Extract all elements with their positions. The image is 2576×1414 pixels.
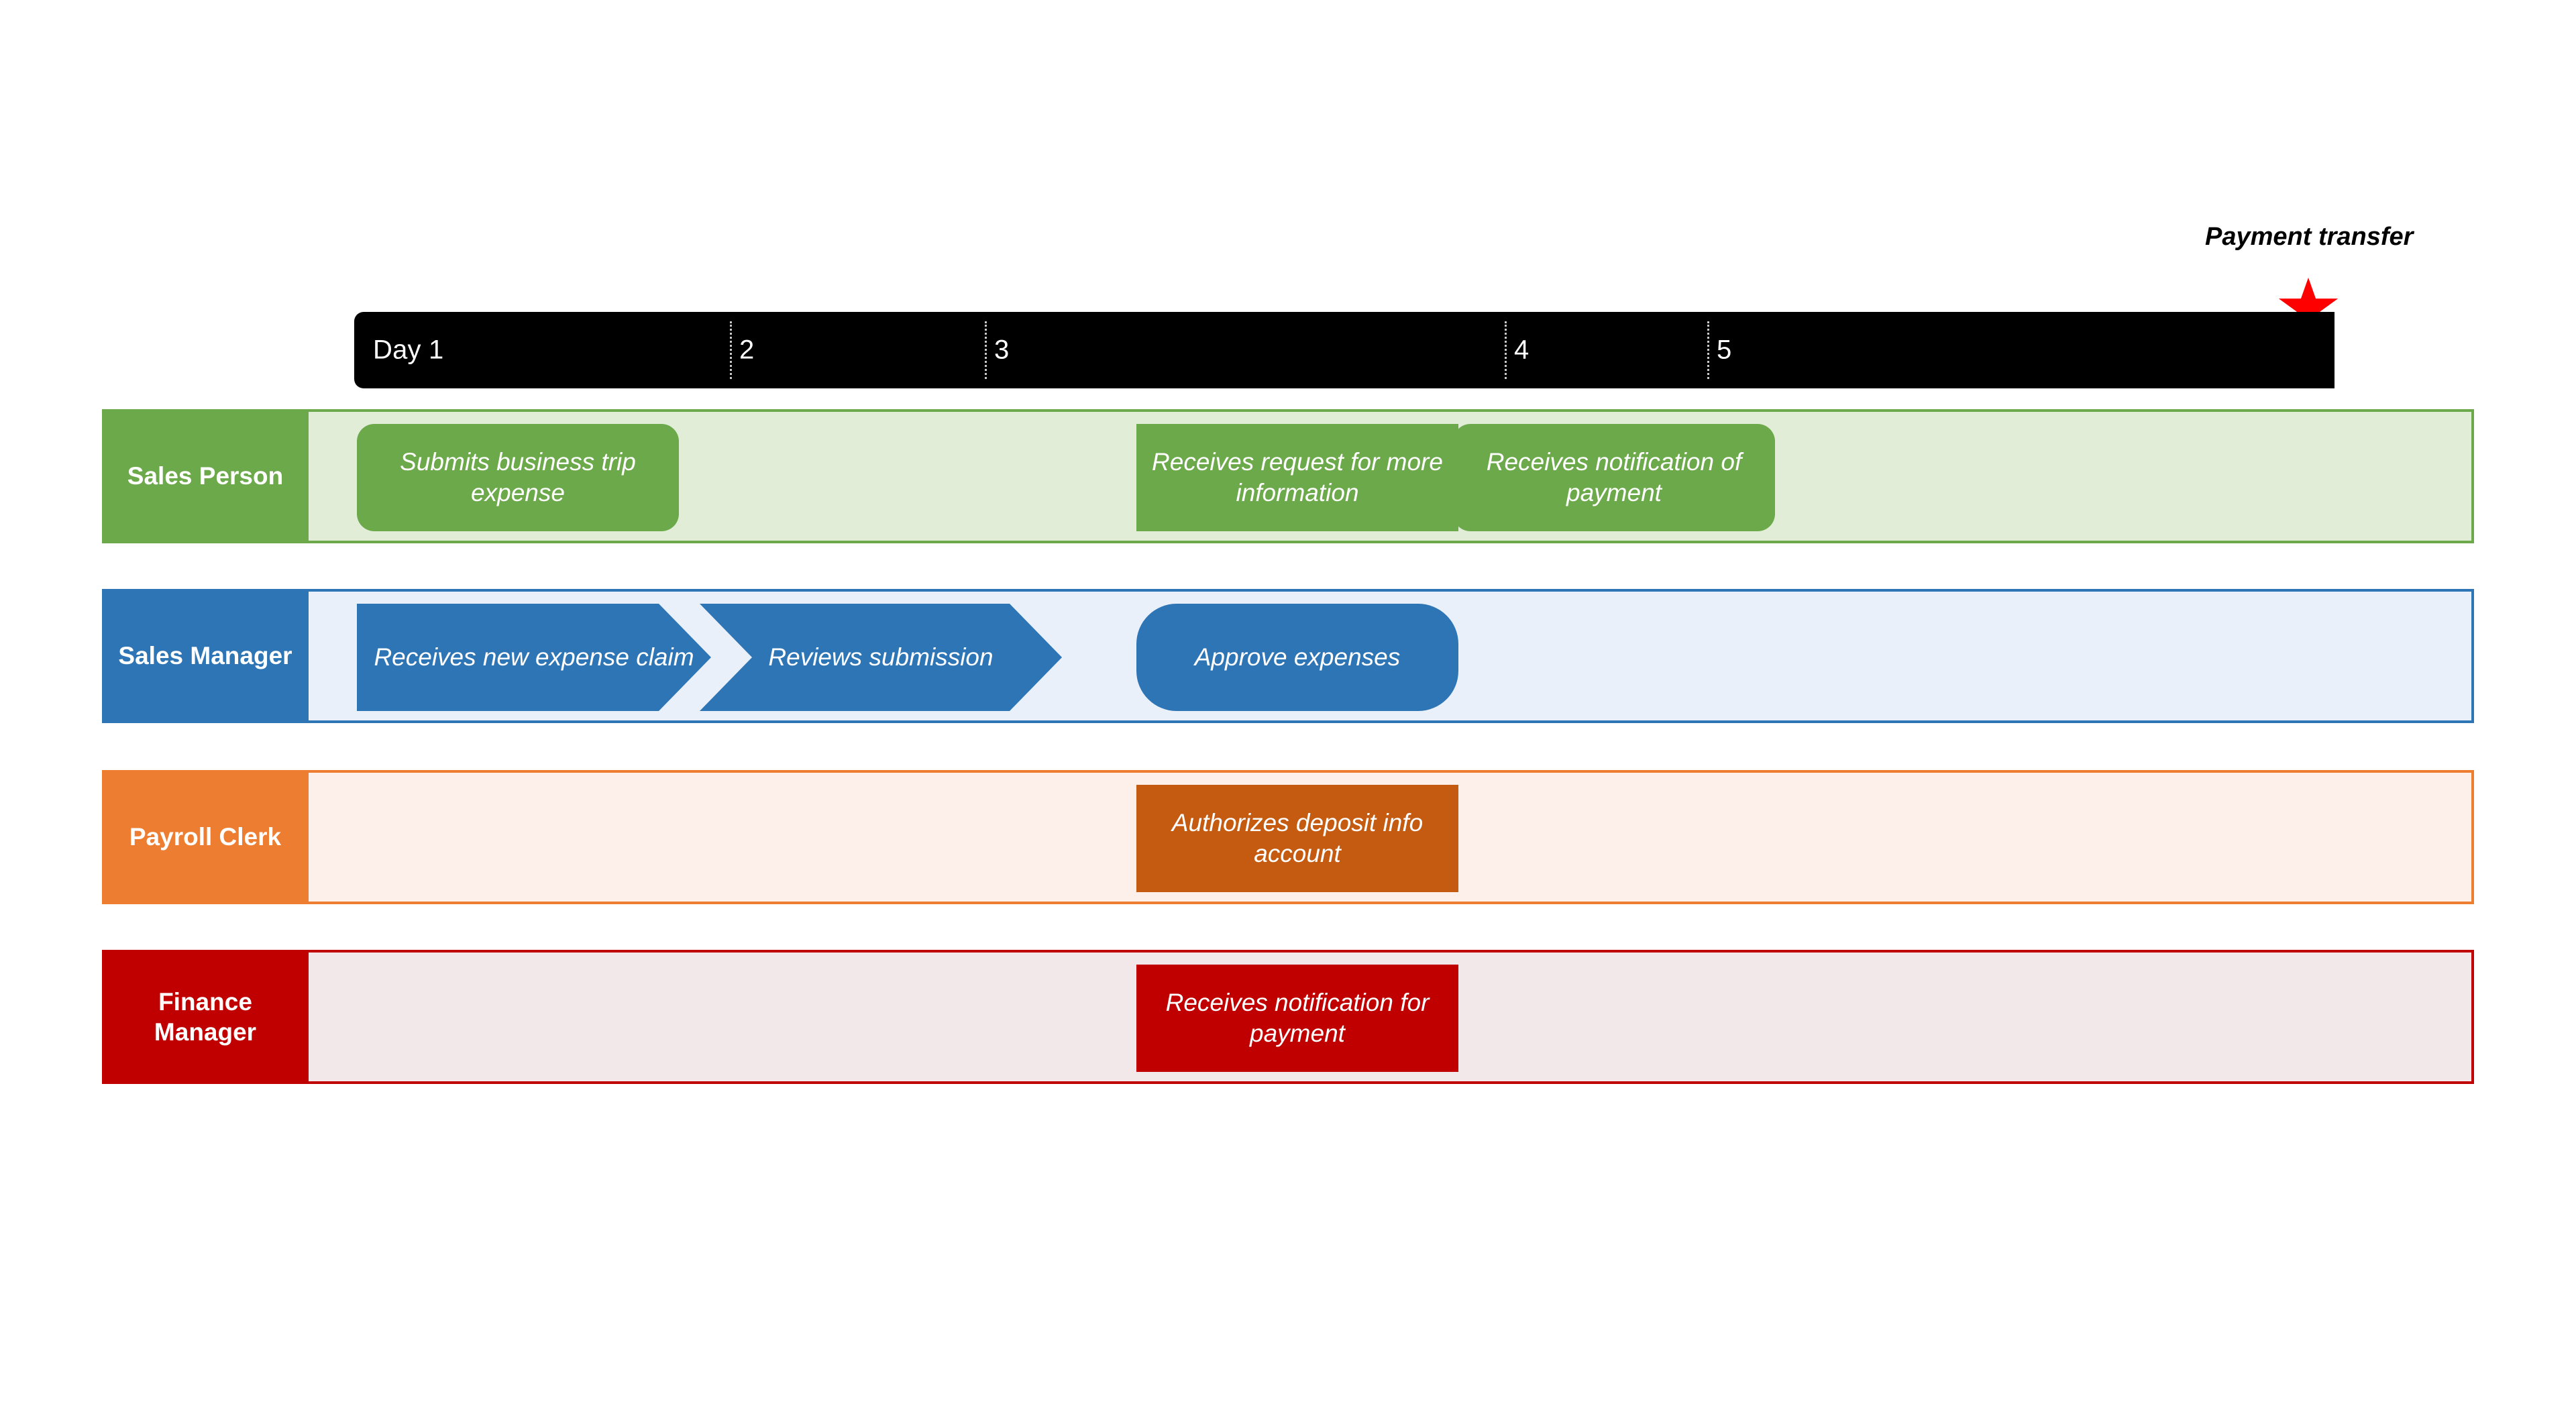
lane-label-finance-manager[interactable]: Finance Manager: [102, 950, 309, 1084]
timeline-label-4: 4: [1514, 335, 1529, 365]
timeline-tick-day-3: [985, 321, 987, 379]
timeline-tick-day-5: [1707, 321, 1709, 379]
task-label: Approve expenses: [1194, 643, 1401, 671]
task-sales-manager-1[interactable]: Receives new expense claim: [357, 604, 711, 711]
lane-label-sales-person[interactable]: Sales Person: [102, 409, 309, 543]
task-label: Receives request for more information: [1152, 447, 1443, 506]
timeline-label-5: 5: [1717, 335, 1732, 365]
payment-transfer-label: Payment transfer: [2205, 223, 2414, 251]
lane-finance-manager: Finance Manager Receives notification for…: [102, 950, 2474, 1084]
lane-body-finance-manager: Receives notification for payment: [309, 950, 2474, 1084]
timeline-label-3: 3: [994, 335, 1010, 365]
lane-payroll-clerk: Payroll Clerk Authorizes deposit info acc…: [102, 770, 2474, 904]
task-label: Receives notification of payment: [1486, 447, 1742, 506]
timeline-bar: Day 1 2 3 4 5: [354, 312, 2334, 388]
lane-body-payroll-clerk: Authorizes deposit info account: [309, 770, 2474, 904]
task-label: Reviews submission: [768, 643, 994, 671]
task-sales-person-3[interactable]: Receives notification of payment: [1453, 424, 1775, 531]
task-sales-manager-2[interactable]: Reviews submission: [700, 604, 1062, 711]
lane-body-sales-manager: Receives new expense claim Reviews submis…: [309, 589, 2474, 723]
task-label: Submits business trip expense: [400, 447, 636, 506]
task-payroll-clerk-1[interactable]: Authorizes deposit info account: [1136, 785, 1458, 892]
task-label: Authorizes deposit info account: [1171, 808, 1424, 867]
task-sales-manager-3[interactable]: Approve expenses: [1136, 604, 1458, 711]
task-finance-manager-1[interactable]: Receives notification for payment: [1136, 965, 1458, 1072]
lane-label-sales-manager[interactable]: Sales Manager: [102, 589, 309, 723]
lane-label-payroll-clerk[interactable]: Payroll Clerk: [102, 770, 309, 904]
task-sales-person-1[interactable]: Submits business trip expense: [357, 424, 679, 531]
payment-transfer-star-icon: [2278, 277, 2339, 333]
lane-body-sales-person: Submits business trip expense Receives re…: [309, 409, 2474, 543]
timeline-label-2: 2: [739, 335, 755, 365]
task-label: Receives new expense claim: [374, 643, 694, 671]
timeline-tick-day-2: [730, 321, 732, 379]
task-label: Receives notification for payment: [1165, 988, 1430, 1047]
task-sales-person-2[interactable]: Receives request for more information: [1136, 424, 1458, 531]
timeline-tick-day-4: [1505, 321, 1507, 379]
timeline-label-1: Day 1: [373, 335, 444, 365]
